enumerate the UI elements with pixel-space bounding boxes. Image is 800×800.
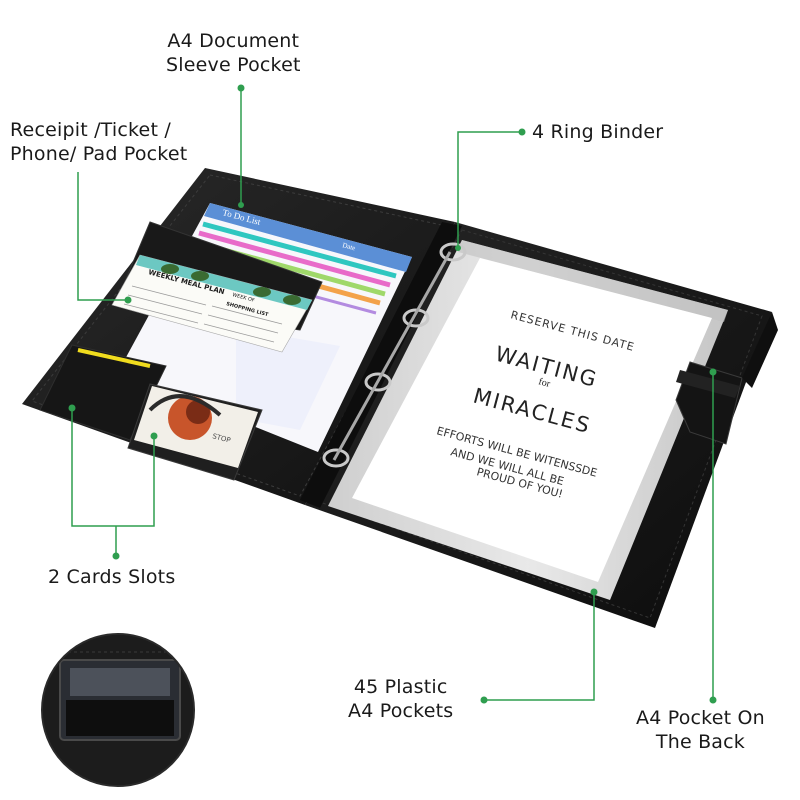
leader-ring [457,131,522,248]
leader-receipt [77,172,128,301]
yellow-card-edge [77,348,151,368]
plastic-pocket-edge [458,240,728,322]
label-a4-sleeve-pocket: A4 Document Sleeve Pocket [166,29,301,77]
leader-dots [68,84,717,704]
binder-ring-1 [439,242,467,262]
pocket-detail-inset [41,633,195,787]
ring-binder [322,242,467,468]
back-pocket-slit [676,370,740,398]
leader-lines [71,88,714,701]
label-ring-binder: 4 Ring Binder [532,120,663,144]
binder-ring-4 [322,448,350,468]
meal-plan-week-of: WEEK OF [231,292,255,304]
leader-cards [71,408,155,527]
binder-ring-3 [364,372,392,392]
todo-date-label: Date [341,241,356,252]
left-cover-stitching [31,174,447,497]
label-plastic-line1: 45 Plastic [353,676,448,698]
label-plastic-line2: A4 Pockets [348,700,454,722]
leader-plastic [484,592,595,701]
business-card [134,386,258,468]
label-receipt-line1: Receipit /Ticket / [10,119,171,141]
doc-line-for: for [537,376,552,390]
label-back-pocket: A4 Pocket On The Back [636,706,765,754]
label-back-line2: The Back [655,731,745,753]
closure-strap [675,312,778,445]
document-page [352,258,712,582]
label-card-slots: 2 Cards Slots [48,565,175,589]
binder-spine [300,222,462,508]
meal-plan-card [111,254,313,353]
label-ring-text: 4 Ring Binder [532,121,664,143]
label-cards-text: 2 Cards Slots [48,566,176,588]
label-plastic-pockets: 45 Plastic A4 Pockets [348,675,453,723]
note-pad-sheet [236,328,340,430]
label-back-line1: A4 Pocket On [636,707,765,729]
label-receipt-line2: Phone/ Pad Pocket [10,143,188,165]
label-a4-sleeve-line1: A4 Document [167,30,300,52]
label-a4-sleeve-line2: Sleeve Pocket [166,54,301,76]
label-receipt-pocket: Receipit /Ticket / Phone/ Pad Pocket [10,118,187,166]
